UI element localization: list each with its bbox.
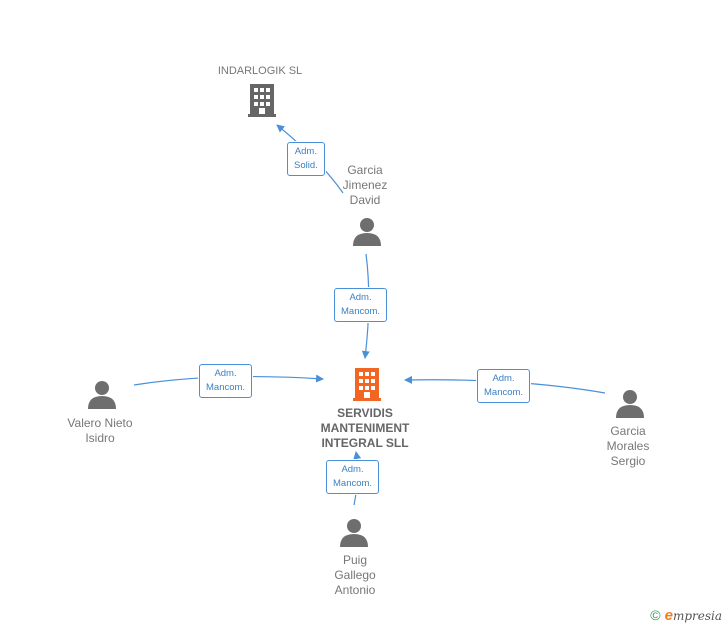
edge-role-type: Mancom. [341,306,381,317]
person-label: Garcia Jimenez David [342,163,388,207]
edge-role: Adm. [214,368,237,379]
edge-label-puig[interactable]: Adm. Mancom. [326,460,380,494]
edge-label-company[interactable]: Adm. Solid. [287,142,325,176]
person-icon-puig-gallego [340,519,368,547]
edge-label-valero[interactable]: Adm. Mancom. [199,364,253,398]
edge-role: Adm. [492,373,515,384]
edge-role: Adm. [349,292,372,303]
edge-role: Adm. [294,146,317,157]
person-icon-garcia-morales [616,390,644,418]
center-label: SERVIDIS MANTENIMENT INTEGRAL SLL [320,406,410,450]
center-building-icon [353,368,381,401]
company-node[interactable]: INDARLOGIK SL [200,64,320,79]
person-label: Garcia Morales Sergio [606,424,650,468]
footer-brand: ©empresia [650,607,722,624]
company-label: INDARLOGIK SL [217,65,303,77]
copyright-icon: © [650,607,661,623]
brand-name: mpresia [672,609,722,623]
edge-role-type: Mancom. [333,478,373,489]
person-node-valero-nieto[interactable]: Valero Nieto Isidro [50,416,150,446]
person-icon-valero-nieto [88,381,116,409]
person-node-garcia-morales[interactable]: Garcia Morales Sergio [590,424,666,469]
edge-role-type: Mancom. [206,382,246,393]
person-node-garcia-jimenez[interactable]: Garcia Jimenez David [325,163,405,208]
center-node[interactable]: SERVIDIS MANTENIMENT INTEGRAL SLL [300,406,430,451]
edge-label-jimenez[interactable]: Adm. Mancom. [334,288,388,322]
building-icon [248,84,276,117]
person-node-puig-gallego[interactable]: Puig Gallego Antonio [315,553,395,598]
person-label: Valero Nieto Isidro [67,416,133,445]
edge-role-type: Solid. [294,160,318,171]
edge-role: Adm. [341,464,364,475]
person-label: Puig Gallego Antonio [334,553,376,597]
edge-label-morales[interactable]: Adm. Mancom. [477,369,531,403]
edge-role-type: Mancom. [484,387,524,398]
person-icon-garcia-jimenez [353,218,381,246]
brand-logo-letter: e [664,607,673,624]
